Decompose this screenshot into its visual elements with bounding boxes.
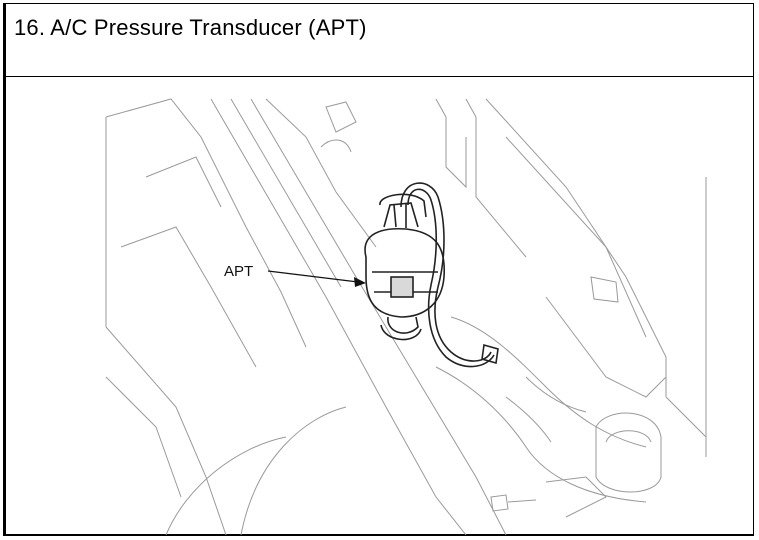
apt-arrowhead <box>354 277 366 287</box>
component-illustration: APT <box>6 77 754 535</box>
sensor-stem <box>387 316 419 334</box>
rail-right-edge <box>250 98 507 535</box>
wire-harness <box>400 182 492 362</box>
left-panel-outline <box>105 98 307 348</box>
sensor-housing <box>364 227 446 318</box>
wire-clip <box>481 343 499 365</box>
sensor-window <box>390 276 414 298</box>
upper-bracket <box>325 101 357 133</box>
apt-label: APT <box>224 263 253 280</box>
hose-lower <box>435 366 647 503</box>
rail-left-edge <box>210 98 467 535</box>
hose-upper <box>450 316 647 448</box>
left-curve <box>240 406 347 535</box>
lower-cup <box>595 412 662 493</box>
left-lower-panel <box>105 326 227 535</box>
title-cell: 16. A/C Pressure Transducer (APT) <box>6 4 753 77</box>
right-panel-box <box>590 276 619 303</box>
apt-callout: APT <box>224 263 366 287</box>
page-frame: 16. A/C Pressure Transducer (APT) <box>3 3 754 536</box>
bottom-clip <box>490 494 509 512</box>
sensor-base <box>380 324 422 341</box>
page-title: 16. A/C Pressure Transducer (APT) <box>14 15 367 40</box>
apt-leader-line <box>267 270 359 283</box>
sensor-mount-ring <box>379 193 427 218</box>
right-bracket <box>435 98 467 189</box>
